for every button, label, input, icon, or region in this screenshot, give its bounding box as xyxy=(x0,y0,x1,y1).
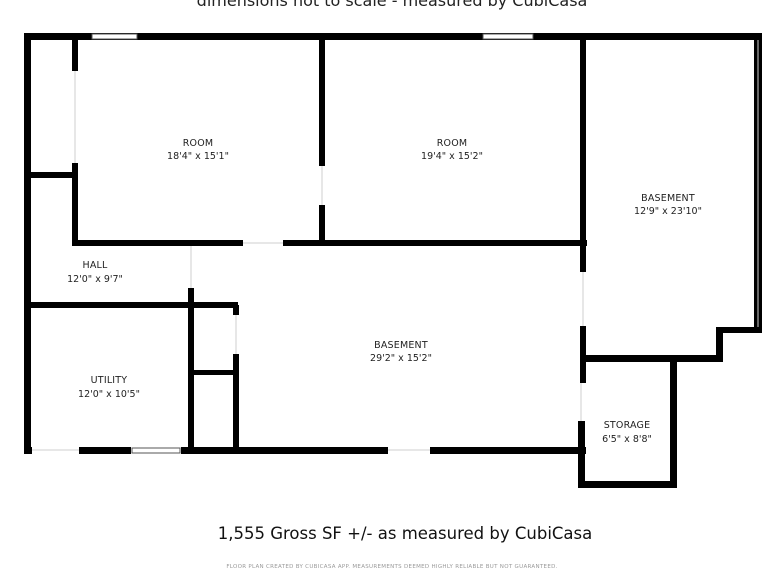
room-label-storage: STORAGE xyxy=(604,420,651,431)
wall-storage-right xyxy=(670,362,677,488)
wall-closet2-right-a xyxy=(233,305,239,315)
wall-room-divider-a xyxy=(319,40,325,166)
room-dims-hall: 12'0" x 9'7" xyxy=(67,274,123,285)
room-dims-basement-main: 29'2" x 15'2" xyxy=(370,353,432,364)
wall-bottom-1 xyxy=(24,447,32,454)
room-dims-room-1: 18'4" x 15'1" xyxy=(167,151,229,162)
scale-note: dimensions not to scale - measured by Cu… xyxy=(196,0,588,10)
room-dims-utility: 12'0" x 10'5" xyxy=(78,389,140,400)
gross-area: 1,555 Gross SF +/- as measured by CubiCa… xyxy=(217,524,593,543)
thin-openings xyxy=(32,40,759,451)
disclaimer: FLOOR PLAN CREATED BY CUBICASA APP. MEAS… xyxy=(226,564,558,570)
room-dims-storage: 6'5" x 8'8" xyxy=(602,434,652,445)
wall-basement-left-a xyxy=(580,40,586,272)
wall-room1-left-a xyxy=(72,33,78,71)
wall-top xyxy=(24,33,762,40)
wall-closet2-right-b xyxy=(233,354,239,447)
room-dims-room-2: 19'4" x 15'2" xyxy=(421,151,483,162)
wall-basement-bottom xyxy=(581,355,723,362)
window-room2 xyxy=(482,33,534,40)
room-label-hall: HALL xyxy=(82,260,108,271)
wall-room-divider-b xyxy=(319,205,325,244)
wall-bottom-2 xyxy=(79,447,131,454)
room-label-room-2: ROOM xyxy=(437,138,468,149)
wall-left xyxy=(24,33,31,454)
wall-hall-bottom xyxy=(24,302,238,308)
wall-storage-bottom xyxy=(578,481,677,488)
room-dims-basement-right: 12'9" x 23'10" xyxy=(634,206,702,217)
wall-rooms-bottom-a xyxy=(72,240,243,246)
window-room1 xyxy=(91,33,138,40)
wall-room1-left-b xyxy=(72,163,78,246)
room-label-basement-main: BASEMENT xyxy=(374,340,428,351)
wall-notch-h xyxy=(718,327,762,333)
wall-closet xyxy=(24,172,75,178)
wall-rooms-bottom-b xyxy=(283,240,587,246)
room-labels: ROOM 18'4" x 15'1" ROOM 19'4" x 15'2" BA… xyxy=(67,138,702,445)
wall-closet2-shelf xyxy=(188,370,238,375)
wall-basement-left-b xyxy=(580,326,586,383)
wall-storage-left xyxy=(578,421,585,488)
wall-bottom-4 xyxy=(430,447,586,454)
windows xyxy=(91,33,534,454)
window-utility xyxy=(131,447,181,454)
wall-bottom-3 xyxy=(181,447,388,454)
room-label-utility: UTILITY xyxy=(91,375,128,386)
room-label-basement-right: BASEMENT xyxy=(641,193,695,204)
floor-plan: ROOM 18'4" x 15'1" ROOM 19'4" x 15'2" BA… xyxy=(24,33,762,488)
walls xyxy=(24,33,762,488)
room-label-room-1: ROOM xyxy=(183,138,214,149)
wall-notch-v xyxy=(716,327,723,361)
